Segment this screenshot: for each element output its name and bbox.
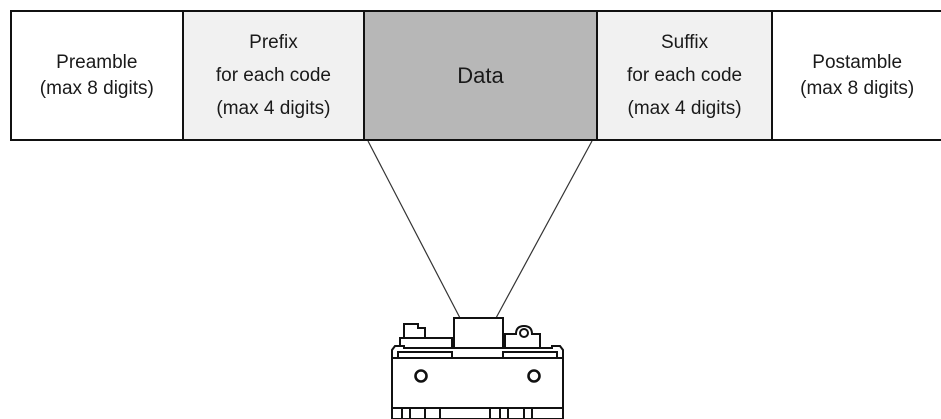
suffix-cell: Suffix for each code (max 4 digits): [597, 12, 774, 139]
preamble-title: Preamble: [56, 51, 138, 73]
barcode-output-format-table: Preamble (max 8 digits) Prefix for each …: [10, 10, 941, 141]
postamble-cell: Postamble (max 8 digits): [773, 12, 941, 139]
preamble-limit: (max 8 digits): [39, 77, 154, 99]
prefix-title: Prefix: [249, 32, 298, 53]
barcode-scanner-icon: [391, 317, 564, 419]
suffix-scope: for each code: [626, 65, 743, 86]
prefix-cell: Prefix for each code (max 4 digits): [183, 12, 366, 139]
data-title: Data: [457, 62, 504, 88]
prefix-limit: (max 4 digits): [216, 98, 331, 119]
prefix-scope: for each code: [215, 65, 331, 86]
data-cell: Data: [365, 12, 598, 139]
postamble-limit: (max 8 digits): [800, 77, 915, 99]
scan-beam-right: [495, 140, 593, 319]
postamble-title: Postamble: [812, 51, 903, 73]
preamble-cell: Preamble (max 8 digits): [12, 12, 184, 139]
suffix-title: Suffix: [660, 32, 709, 53]
scan-beam-left: [367, 140, 461, 319]
suffix-limit: (max 4 digits): [627, 98, 742, 119]
